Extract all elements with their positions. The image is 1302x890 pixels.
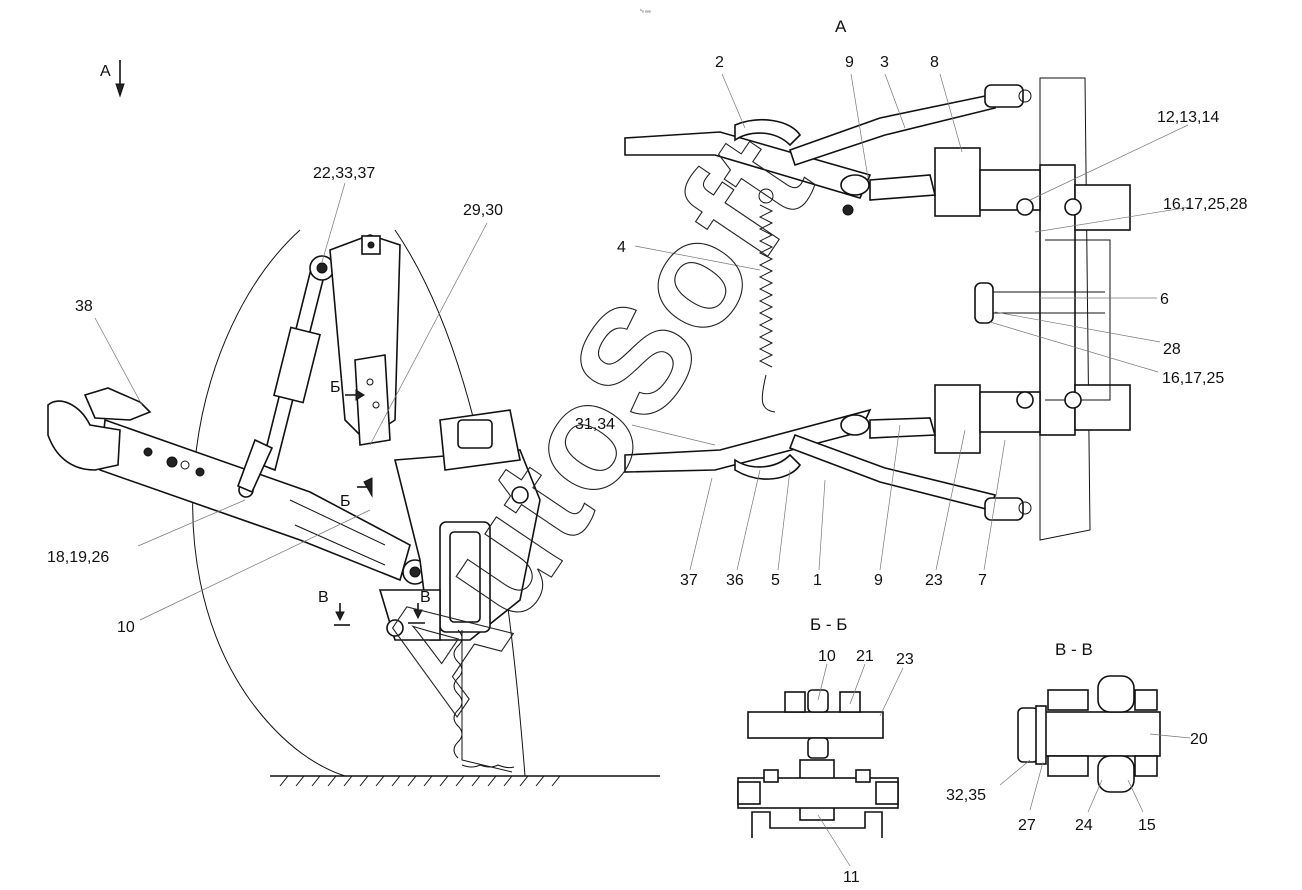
hitch-frame: [329, 234, 541, 641]
chain: [453, 629, 515, 773]
callout-16-17-25: 16,17,25: [1162, 370, 1224, 387]
section-b-callout-21: 21: [856, 648, 874, 665]
callout-10: 10: [117, 619, 135, 636]
callout-3: 3: [880, 54, 889, 71]
upper-turnbuckle: [236, 255, 335, 498]
callout-6: 6: [1160, 291, 1169, 308]
callout-28: 28: [1163, 341, 1181, 358]
section-v-callout-32-35: 32,35: [946, 787, 986, 804]
callout-9-top: 9: [845, 54, 854, 71]
callout-9-bottom: 9: [874, 572, 883, 589]
callout-1: 1: [813, 572, 822, 589]
watermark: AutoSoft: [342, 106, 844, 738]
callout-38: 38: [75, 298, 93, 315]
section-cut-v-left: В: [318, 589, 350, 626]
wheel-arc: [192, 229, 346, 777]
callout-5: 5: [771, 572, 780, 589]
callout-37: 37: [680, 572, 698, 589]
callout-16-17-25-28: 16,17,25,28: [1163, 196, 1248, 213]
side-view-leaders: [94, 182, 488, 621]
section-b-callout-23: 23: [896, 651, 914, 668]
section-mark-b-lower: Б: [340, 493, 351, 510]
callout-23: 23: [925, 572, 943, 589]
callout-22-33-37: 22,33,37: [313, 165, 375, 182]
view-arrow-a: А: [100, 60, 125, 98]
top-view-title: А: [835, 17, 847, 36]
section-b-title: Б - Б: [810, 615, 847, 634]
callout-31-34: 31,34: [575, 416, 615, 433]
section-v-v: В - В 20 32,35 27 24 15: [946, 640, 1208, 834]
callout-2: 2: [715, 54, 724, 71]
callout-18-19-26: 18,19,26: [47, 549, 109, 566]
section-cut-b-upper: Б: [330, 379, 365, 401]
section-v-callout-24: 24: [1075, 817, 1093, 834]
section-v-callout-27: 27: [1018, 817, 1036, 834]
section-mark-v-left: В: [318, 589, 329, 606]
section-v-callout-15: 15: [1138, 817, 1156, 834]
callout-12-13-14: 12,13,14: [1157, 109, 1219, 126]
section-cut-v-right: В: [408, 589, 431, 624]
section-v-title: В - В: [1055, 640, 1093, 659]
spring: [758, 188, 776, 413]
side-view: Б Б В В А: [47, 60, 660, 787]
lower-stabilizer-rod: [788, 433, 997, 511]
callout-36: 36: [726, 572, 744, 589]
section-cut-b-lower: Б: [340, 477, 373, 510]
section-v-callout-20: 20: [1190, 731, 1208, 748]
top-view-leaders: [631, 73, 1191, 571]
section-mark-b-upper: Б: [330, 379, 341, 396]
callout-4: 4: [617, 239, 626, 256]
section-b-callout-10: 10: [818, 648, 836, 665]
upper-stabilizer-rod: [788, 94, 997, 167]
view-arrow-label: А: [100, 63, 111, 80]
upper-link-arm: [624, 131, 872, 199]
header-mark: ⁿₒ ₒₒₒ: [640, 8, 651, 14]
lower-link-arm: [47, 387, 428, 585]
callout-8: 8: [930, 54, 939, 71]
callout-7: 7: [978, 572, 987, 589]
ground-line: [270, 775, 660, 787]
top-view-a: А: [575, 17, 1248, 589]
section-b-callout-11: 11: [843, 869, 860, 886]
section-mark-v-right: В: [420, 589, 431, 606]
section-b-b: Б - Б 10 21 23 11: [737, 615, 914, 886]
callout-29-30: 29,30: [463, 202, 503, 219]
